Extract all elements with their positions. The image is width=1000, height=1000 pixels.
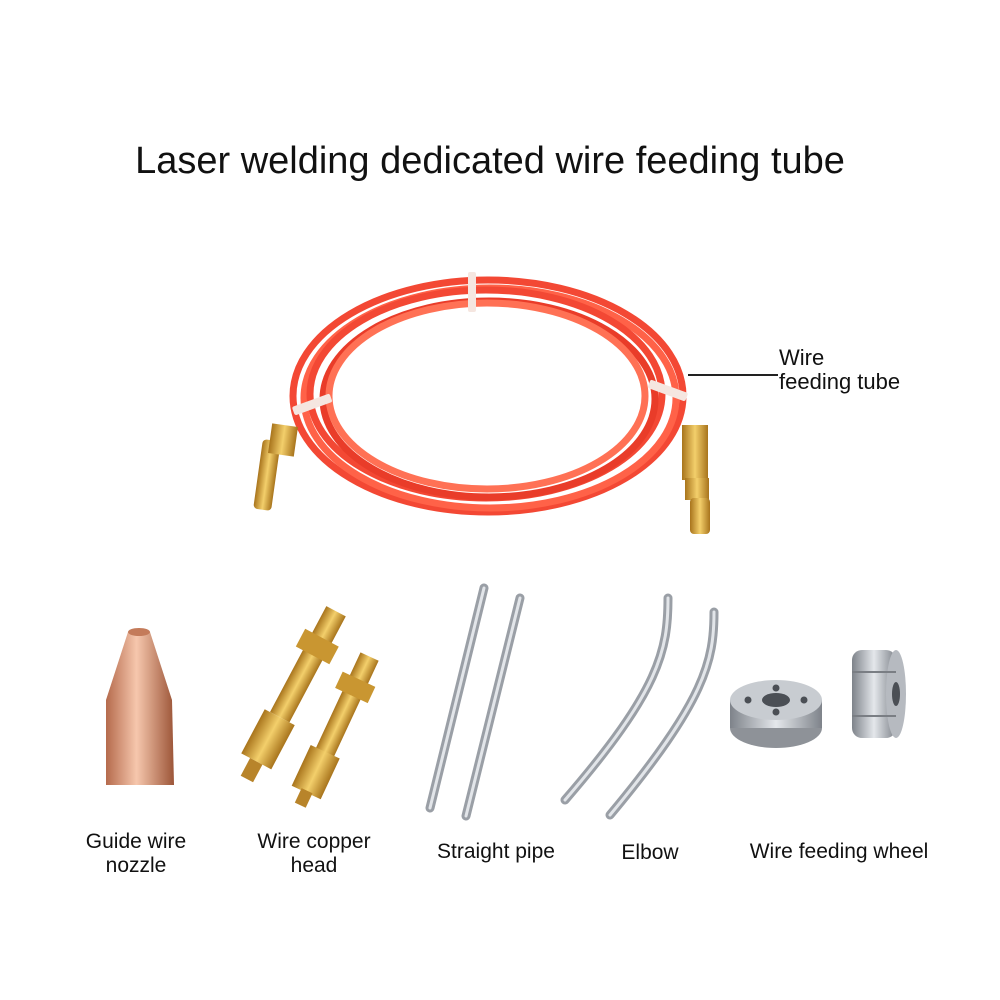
tube-left-fitting: [253, 423, 298, 511]
label-line-1: Straight pipe: [437, 840, 555, 863]
wire-feeding-wheel-label: Wire feeding wheel: [732, 840, 946, 864]
callout-leader-line: [688, 374, 778, 376]
callout-line-2: feeding tube: [779, 369, 901, 394]
label-line-1: Guide wire: [85, 830, 187, 853]
wire-copper-head-label: Wire copper head: [240, 830, 388, 878]
label-line-1: Wire feeding wheel: [749, 840, 929, 863]
label-line-1: Elbow: [621, 841, 679, 864]
straight-pipe-label: Straight pipe: [420, 840, 572, 864]
cable-tie-right: [648, 379, 688, 401]
label-line-2: nozzle: [105, 854, 167, 877]
page-title: Laser welding dedicated wire feeding tub…: [135, 140, 845, 182]
elbow-label: Elbow: [600, 841, 700, 865]
wire-feeding-tube-callout: Wire feeding tube: [779, 346, 900, 394]
label-line-2: head: [290, 854, 338, 877]
callout-line-1: Wire: [779, 345, 825, 370]
cable-tie-left: [292, 393, 332, 415]
wheel-front: [730, 680, 822, 748]
tube-right-fitting: [682, 425, 710, 534]
cable-tie-top: [468, 272, 476, 312]
label-line-1: Wire copper: [257, 830, 371, 853]
wheel-side: [852, 650, 906, 738]
guide-wire-nozzle-label: Guide wire nozzle: [70, 830, 202, 878]
